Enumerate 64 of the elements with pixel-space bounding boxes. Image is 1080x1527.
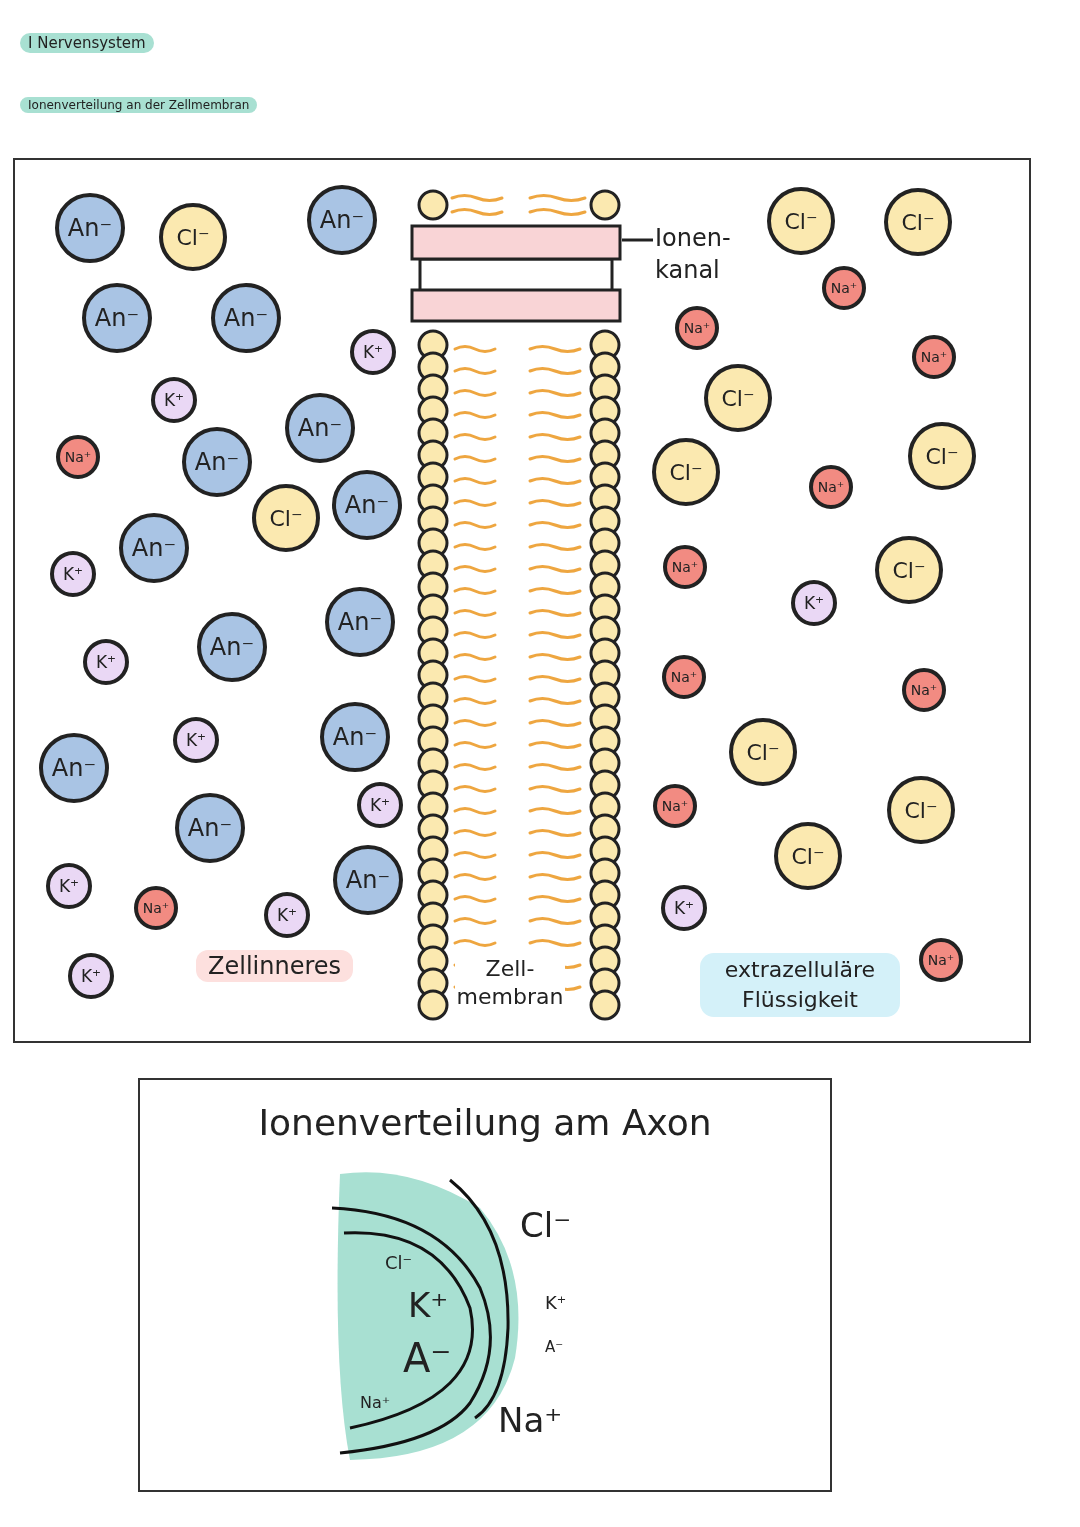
ion-circle: Na⁺: [902, 668, 946, 712]
ion-circle: Na⁺: [675, 306, 719, 350]
ion-circle: K⁺: [357, 782, 403, 828]
ion-circle: Na⁺: [822, 266, 866, 310]
ion-label: K⁺: [545, 1292, 567, 1313]
ion-circle: Na⁺: [662, 655, 706, 699]
ion-circle: Cl⁻: [887, 776, 955, 844]
ion-circle: K⁺: [50, 551, 96, 597]
ion-circle: Na⁺: [663, 545, 707, 589]
ion-label: Cl⁻: [385, 1252, 413, 1273]
ion-circle: An⁻: [119, 513, 189, 583]
ion-circle: An⁻: [307, 185, 377, 255]
ion-label: Cl⁻: [520, 1205, 572, 1245]
ion-circle: Cl⁻: [652, 438, 720, 506]
ion-circle: K⁺: [46, 863, 92, 909]
ion-circle: An⁻: [333, 845, 403, 915]
ion-circle: Cl⁻: [159, 203, 227, 271]
ion-label: A⁻: [545, 1338, 564, 1356]
ion-circle: An⁻: [39, 733, 109, 803]
ion-circle: Cl⁻: [729, 718, 797, 786]
ion-circle: K⁺: [264, 892, 310, 938]
ion-circle: Na⁺: [809, 465, 853, 509]
section-heading: I Nervensystem: [20, 33, 154, 53]
ion-circle: An⁻: [285, 393, 355, 463]
ion-circle: An⁻: [211, 283, 281, 353]
section-heading: Ionenverteilung an der Zellmembran: [20, 97, 258, 113]
ion-channel: [410, 224, 622, 323]
leader-line: [622, 238, 653, 242]
ion-circle: Na⁺: [56, 435, 100, 479]
ion-circle: Cl⁻: [767, 187, 835, 255]
ion-circle: An⁻: [55, 193, 125, 263]
ion-circle: K⁺: [791, 580, 837, 626]
ion-circle: Na⁺: [134, 886, 178, 930]
ion-label: K⁺: [408, 1285, 449, 1325]
ion-circle: K⁺: [661, 885, 707, 931]
panel: [138, 1078, 832, 1492]
ion-circle: K⁺: [151, 377, 197, 423]
ion-circle: An⁻: [182, 427, 252, 497]
ion-circle: An⁻: [82, 283, 152, 353]
panel-title: Ionenverteilung am Axon: [257, 1102, 713, 1143]
ion-circle: An⁻: [320, 702, 390, 772]
ion-circle: An⁻: [175, 793, 245, 863]
ion-circle: An⁻: [332, 470, 402, 540]
ion-circle: K⁺: [173, 717, 219, 763]
ion-circle: Na⁺: [919, 938, 963, 982]
ion-circle: Cl⁻: [252, 484, 320, 552]
region-label: extrazelluläre Flüssigkeit: [700, 953, 900, 1017]
ion-label: Na⁺: [360, 1393, 391, 1412]
ion-circle: Na⁺: [653, 784, 697, 828]
ion-circle: Na⁺: [912, 335, 956, 379]
ion-circle: Cl⁻: [875, 536, 943, 604]
ion-circle: K⁺: [350, 329, 396, 375]
region-label: Zellinneres: [196, 950, 353, 982]
ion-circle: Cl⁻: [908, 422, 976, 490]
ion-label: Na⁺: [498, 1400, 563, 1440]
channel-label: Ionen- kanal: [655, 222, 735, 286]
ion-label: A⁻: [403, 1335, 452, 1381]
ion-circle: Cl⁻: [774, 822, 842, 890]
ion-circle: An⁻: [197, 612, 267, 682]
ion-circle: An⁻: [325, 587, 395, 657]
ion-circle: K⁺: [83, 639, 129, 685]
ion-circle: K⁺: [68, 953, 114, 999]
ion-circle: Cl⁻: [884, 188, 952, 256]
ion-circle: Cl⁻: [704, 364, 772, 432]
